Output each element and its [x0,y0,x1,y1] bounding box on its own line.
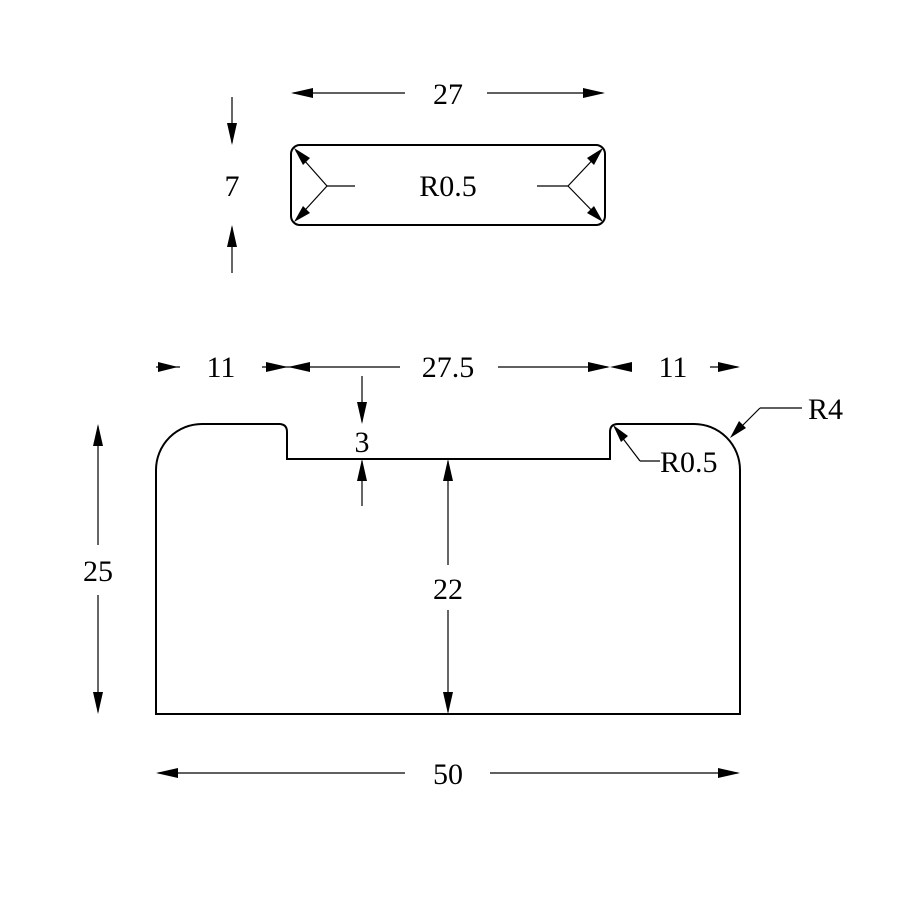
profile-outline [155,423,741,715]
key-radius-leaders: R0.5 [294,148,603,222]
top-width-dimensions: 11 27.5 11 [156,351,740,384]
key-height-dimension: 7 [225,97,240,273]
right-width-label: 11 [659,351,688,384]
slot-depth-label: 3 [355,426,370,459]
corner-radius-callout: R4 [730,393,843,438]
profile-view: 11 27.5 11 3 22 [83,351,843,791]
total-width-label: 50 [433,758,463,791]
left-width-label: 11 [207,351,236,384]
key-width-dimension: 27 [291,78,605,111]
total-width-dimension: 50 [156,758,740,791]
slot-width-label: 27.5 [422,351,475,384]
key-width-label: 27 [433,78,463,111]
key-radius-label: R0.5 [419,170,477,203]
inner-height-dimension: 22 [433,459,463,714]
key-height-label: 7 [225,170,240,203]
key-plate-outline [290,144,606,226]
slot-depth-dimension: 3 [355,376,370,506]
corner-radius-label: R4 [808,393,843,426]
key-plate-view: 27 7 R0.5 [225,78,606,273]
slot-radius-callout: R0.5 [613,425,718,479]
slot-radius-label: R0.5 [660,446,718,479]
inner-height-label: 22 [433,573,463,606]
total-height-dimension: 25 [83,424,113,714]
total-height-label: 25 [83,555,113,588]
